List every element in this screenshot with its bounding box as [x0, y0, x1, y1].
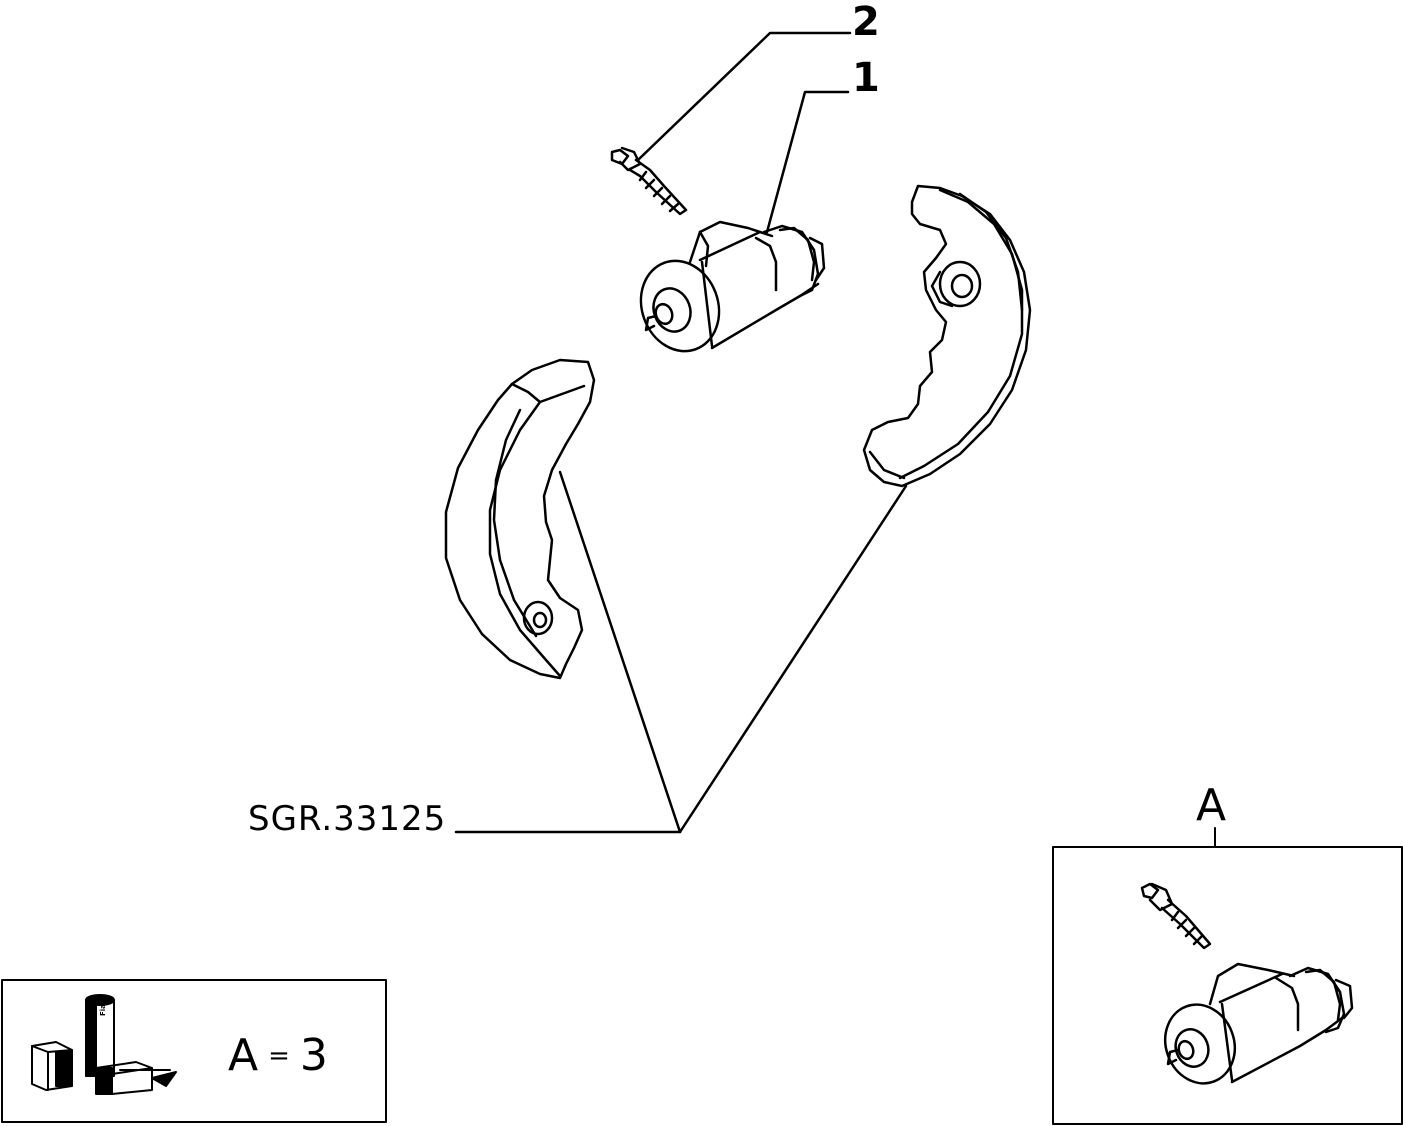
callout-1-leader	[765, 90, 850, 234]
part-code-leader	[454, 470, 908, 834]
callout-number-2: 2	[852, 0, 880, 45]
bleed-screw-part	[610, 146, 688, 216]
legend-equation: A = 3	[228, 1034, 328, 1078]
legend-equals-sign: =	[268, 1041, 290, 1071]
right-brake-shoe-part	[862, 184, 1032, 488]
package-lettering: Fiat	[99, 1000, 107, 1016]
detail-wheel-cylinder-part	[1163, 962, 1354, 1085]
left-brake-shoe-part	[444, 358, 596, 680]
wheel-cylinder-part	[639, 220, 826, 353]
legend-variant: A	[228, 1030, 259, 1081]
callout-number-1: 1	[852, 55, 880, 101]
fiat-package-icon	[31, 994, 177, 1095]
callout-2-leader	[636, 31, 852, 162]
legend-box	[1, 979, 387, 1123]
detail-box-label: A	[1196, 780, 1227, 831]
detail-bleed-screw-part	[1140, 882, 1212, 950]
part-code-label: SGR.33125	[248, 799, 447, 839]
legend-quantity: 3	[299, 1030, 328, 1081]
detail-box-a	[1052, 827, 1403, 1125]
